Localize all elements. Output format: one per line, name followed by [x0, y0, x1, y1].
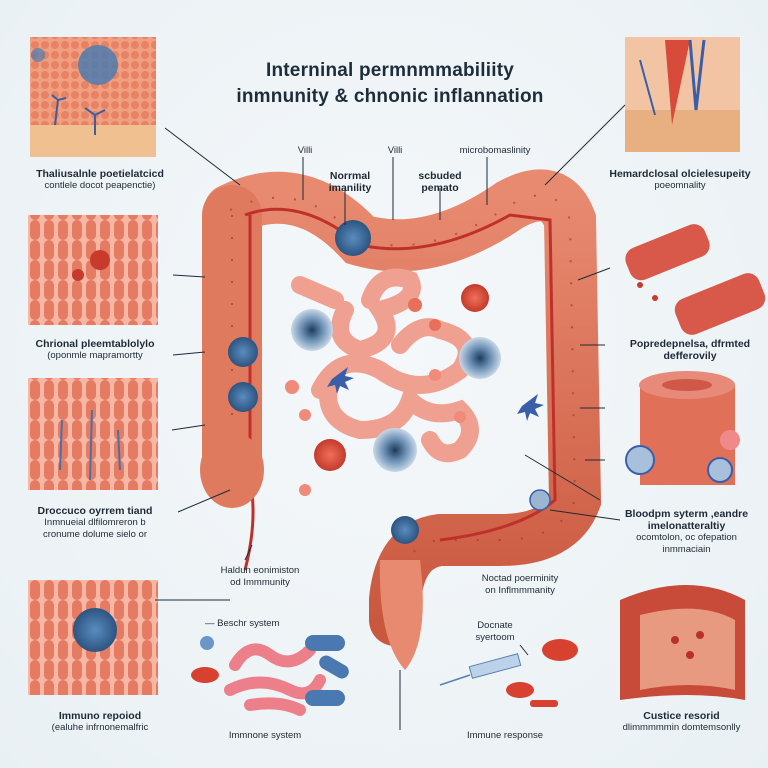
label-line: cronume dolume sielo or	[42, 529, 148, 540]
label-line: scbuded	[418, 170, 462, 182]
label-line: syertoom	[475, 632, 515, 643]
label-scrubbed: scbuded pemato	[405, 170, 475, 194]
vessel-panel-right-2	[625, 224, 766, 335]
small-intestine	[291, 268, 479, 463]
page-title: Interninal permnmmabiliity inmnunity & c…	[150, 58, 630, 110]
left-label-1: Thaliusalnle poetielatcicd contlele doco…	[10, 168, 190, 192]
label-haldun: Haldun eonimiston od Immmunity	[195, 565, 325, 589]
viruses	[285, 284, 489, 496]
label-line: Droccuco oyrrem tiand	[37, 505, 153, 517]
tissue-panel-left-2	[28, 215, 158, 325]
tissue-panel-left-3	[28, 378, 158, 490]
syringe-illustration	[439, 639, 578, 707]
immune-cells	[228, 220, 551, 544]
label-line: dlimmmmmin domtemsonlly	[622, 722, 741, 733]
label-line: poeomnality	[654, 180, 706, 191]
label-line: Noctad poerminity	[481, 573, 559, 584]
label-line: Popredepnelsa, dfrmted	[629, 338, 751, 350]
title-line-1: Interninal permnmmabiliity	[265, 60, 515, 81]
label-line: Custice resorid	[643, 710, 720, 722]
tissue-panel-top-right	[625, 37, 740, 152]
right-label-4: Custice resorid dlimmmmmin domtemsonlly	[595, 710, 768, 734]
right-label-2: Popredepnelsa, dfrmted defferovily	[612, 338, 768, 362]
label-line: Immuno repoiod	[58, 710, 142, 722]
label-line: od Immmunity	[230, 577, 290, 588]
label-line: imelonatteraltiy	[647, 520, 726, 532]
label-line: Thaliusalnle poetielatcicd	[36, 168, 164, 180]
label-line: Chrional pleemtablolylo	[35, 338, 155, 350]
label-immune-system: Immnone system	[228, 730, 302, 741]
label-line: imanility	[328, 182, 372, 194]
label-nocted: Noctad poerminity on Inflmmmanity	[460, 573, 580, 597]
label-line: ocomtolon, oc ofepation	[636, 532, 737, 543]
label-line: contlele docot peapenctie)	[44, 180, 156, 191]
leader-lines	[155, 104, 626, 730]
label-line: Docnate	[477, 620, 513, 631]
tissue-panel-left-4	[28, 580, 158, 695]
title-line-2: inmnunity & chnonic inflannation	[236, 86, 544, 107]
tissue-panel-top-left	[30, 37, 156, 157]
label-line: (oponmle mapramortty	[47, 350, 143, 361]
vessel-panel-right-3	[625, 371, 740, 485]
label-villi-1: Villi	[297, 145, 313, 156]
left-label-4: Immuno repoiod (ealuhe infrnonemalfric	[10, 710, 190, 734]
label-line: pemato	[421, 182, 459, 194]
right-label-1: Hemardclosal olcielesupeity poeomnality	[595, 168, 765, 192]
label-villi-2: Villi	[387, 145, 403, 156]
label-docnate: Docnate syertoom	[455, 620, 535, 644]
right-label-3: Bloodpm syterm ,eandre imelonatteraltiy …	[605, 508, 768, 556]
label-beschr-system: — Beschr system	[205, 618, 280, 629]
label-microbiome: microbomaslinity	[459, 145, 531, 156]
left-label-3: Droccuco oyrrem tiand Inmnueial dlfilomr…	[10, 505, 180, 541]
label-line: Norrmal	[329, 170, 371, 182]
label-normal-permeability: Norrmal imanility	[315, 170, 385, 194]
label-line: Bloodpm syterm ,eandre	[624, 508, 749, 520]
label-line: (ealuhe infrnonemalfric	[51, 722, 149, 733]
bacteria-illustration	[191, 635, 349, 716]
label-line: on Inflmmmanity	[485, 585, 555, 596]
vessel-panel-right-4	[620, 585, 745, 700]
label-line: Haldun eonimiston	[220, 565, 300, 576]
label-immune-response: Immune response	[466, 730, 544, 741]
label-line: Inmnueial dlfilomreron b	[44, 517, 146, 528]
label-line: Hemardclosal olcielesupeity	[609, 168, 751, 180]
left-label-2: Chrional pleemtablolylo (oponmle mapramo…	[10, 338, 180, 362]
label-line: defferovily	[663, 350, 717, 362]
label-line: inmmaciain	[662, 544, 711, 555]
